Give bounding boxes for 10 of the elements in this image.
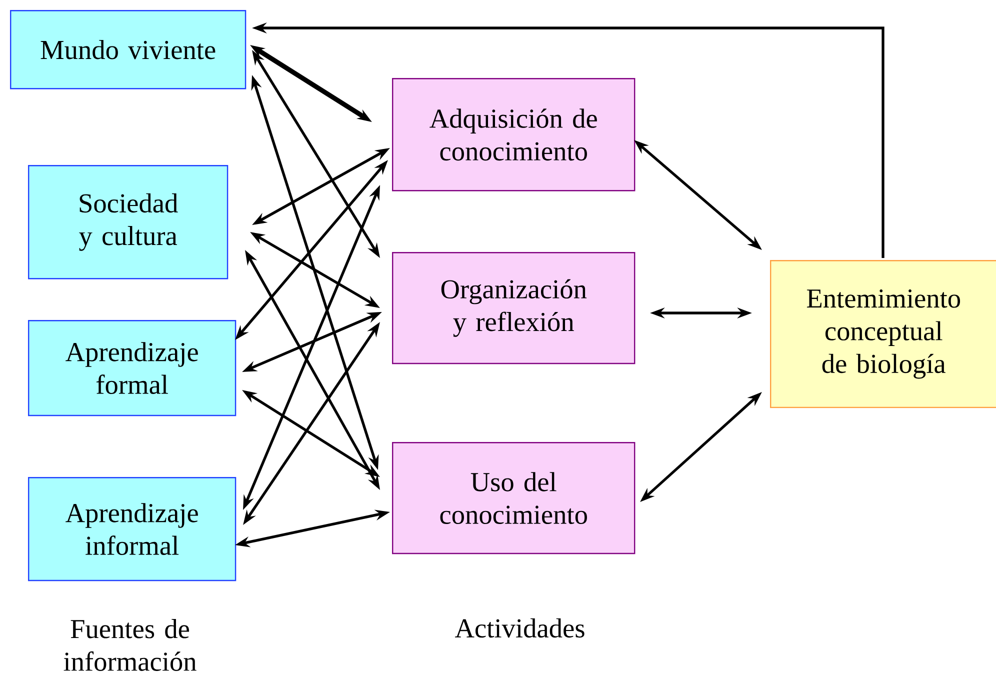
column-label: Fuentes de información xyxy=(64,619,196,671)
source-box: Aprendizaje informal xyxy=(28,477,236,582)
activity-box: Adquisición de conocimiento xyxy=(392,78,636,192)
activity-box: Uso del conocimiento xyxy=(392,442,636,554)
source-box: Mundo viviente xyxy=(10,10,246,90)
outcome-box: Entemimiento conceptual de biología xyxy=(770,260,996,408)
source-box: Aprendizaje formal xyxy=(28,320,236,416)
column-label: Actividades xyxy=(455,618,584,638)
source-box: Sociedad y cultura xyxy=(28,165,228,280)
activity-box: Organización y reflexión xyxy=(392,252,636,364)
